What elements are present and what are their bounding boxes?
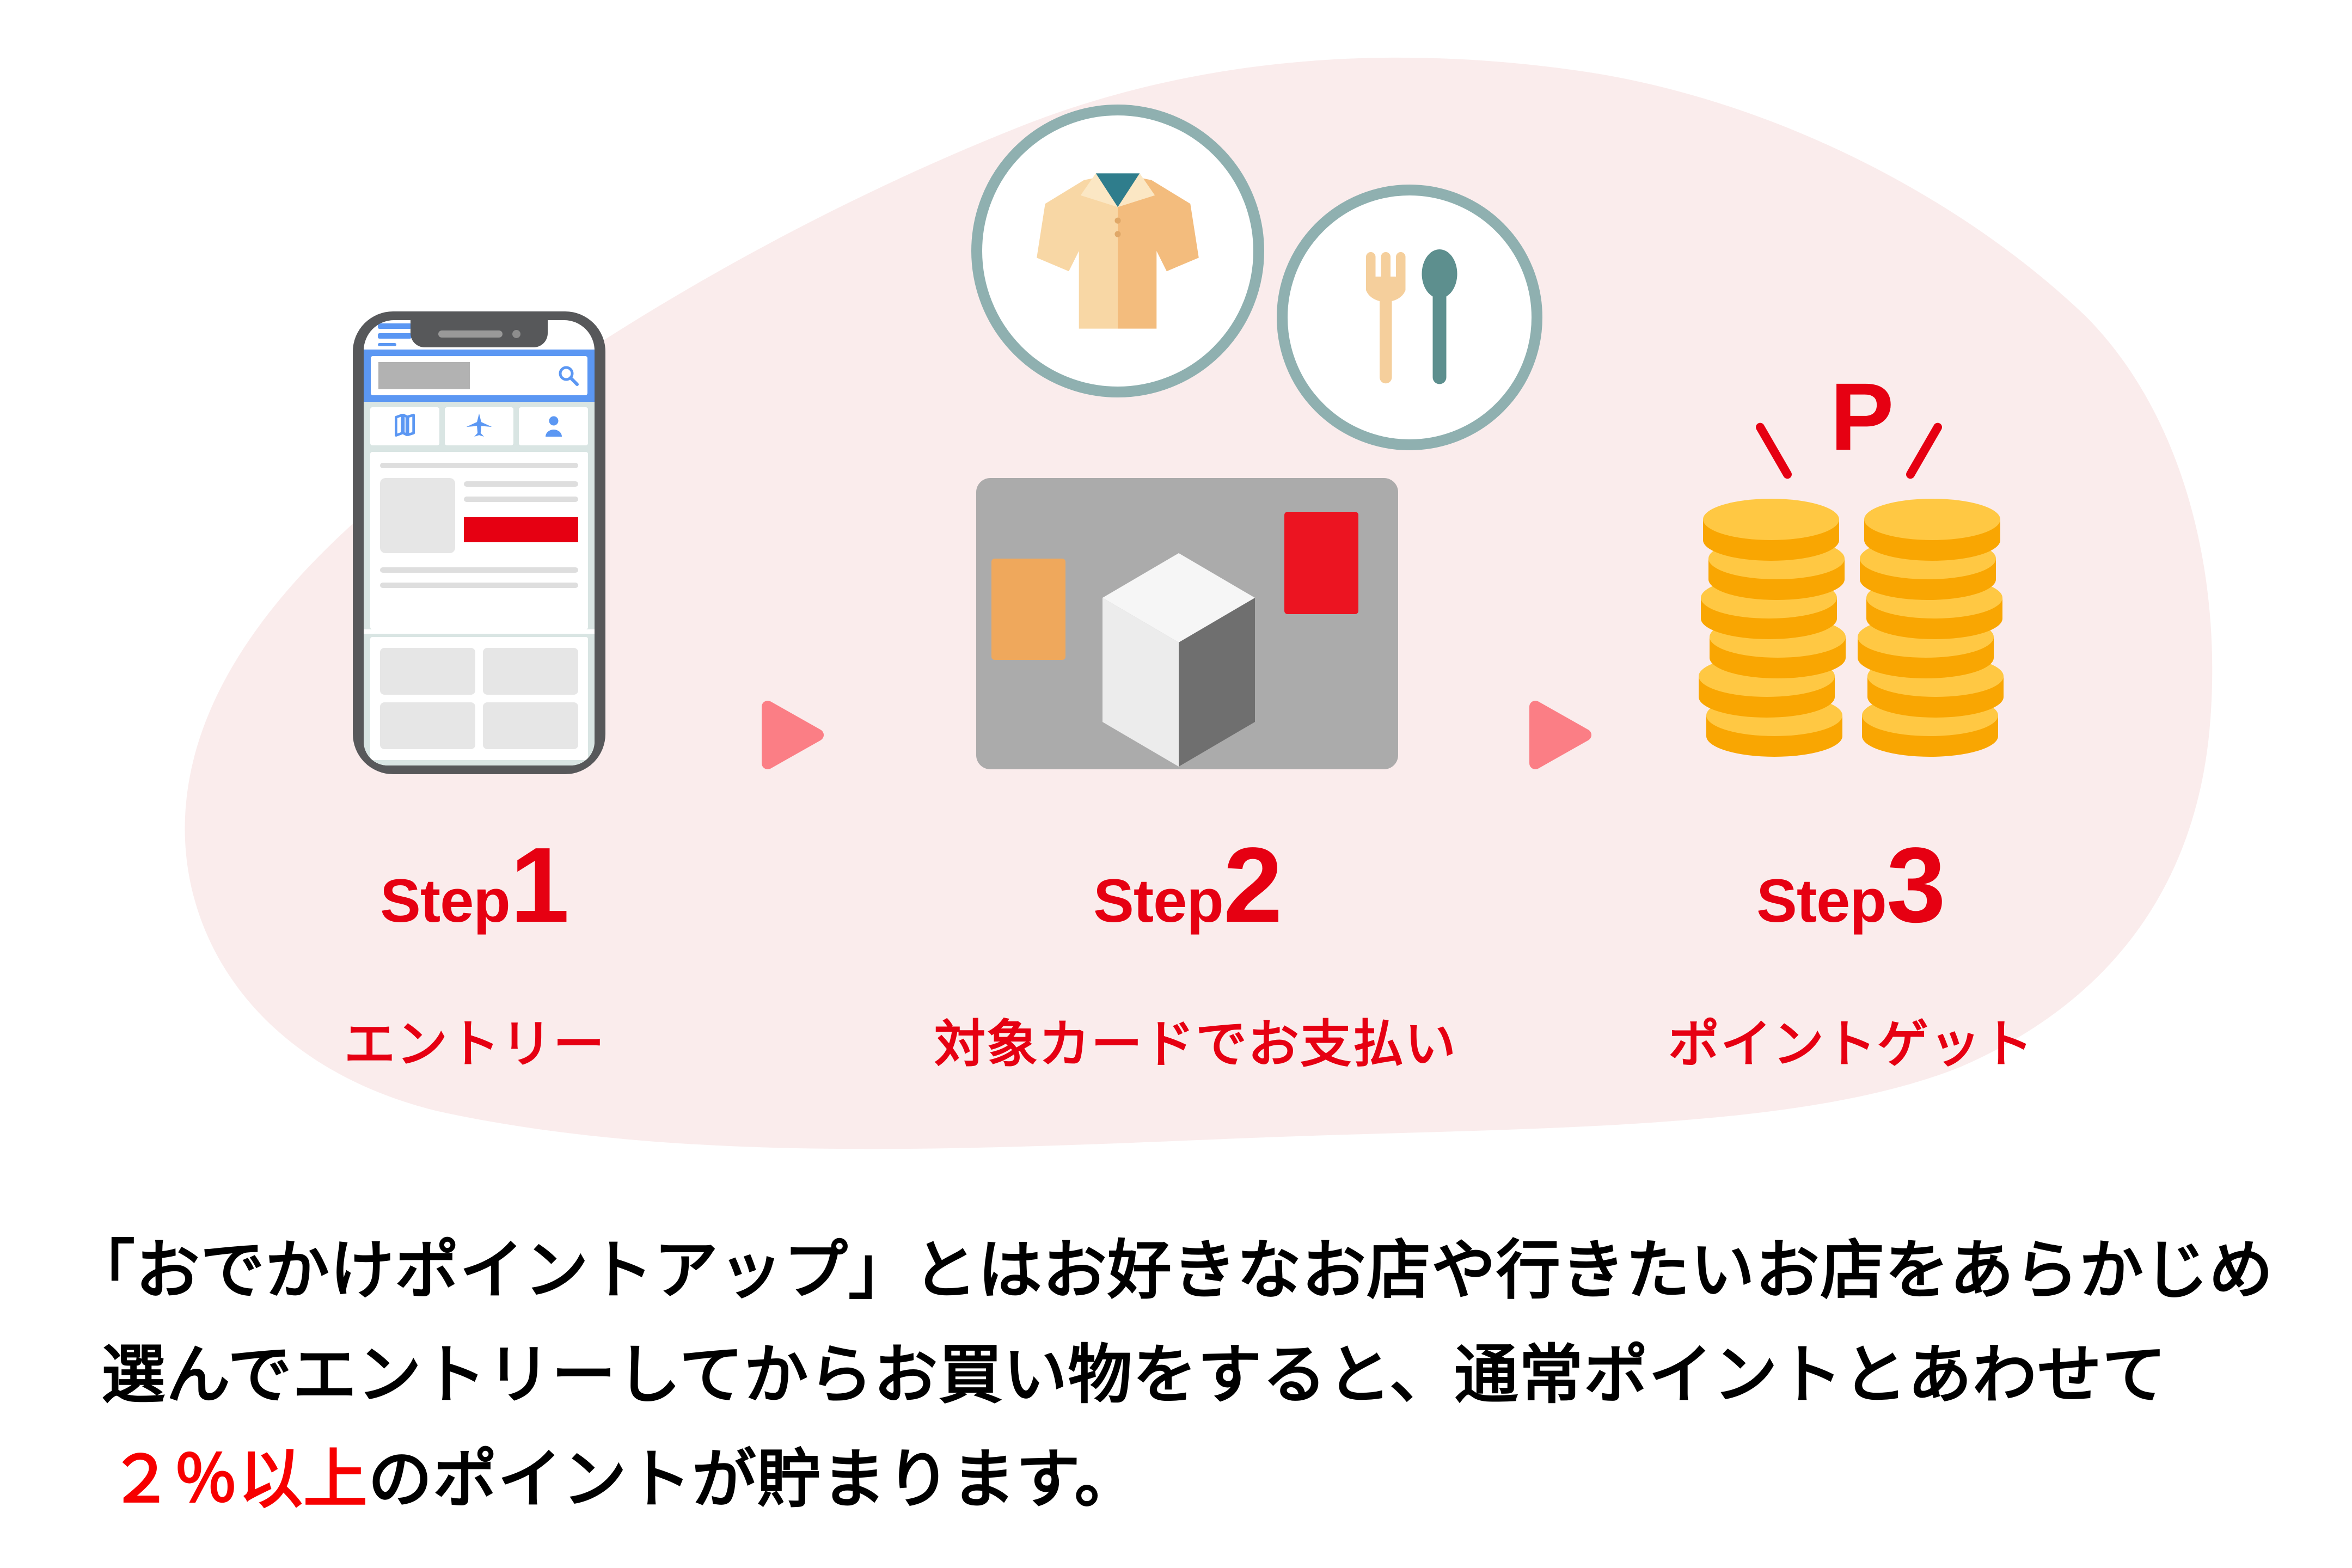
- tile-placeholder: [483, 702, 578, 749]
- phone-notch: [411, 320, 548, 347]
- step3-number: 3: [1886, 825, 1946, 945]
- nav-button-map: [370, 407, 439, 445]
- text-placeholder-line: [464, 497, 578, 502]
- dining-category-circle: [1277, 185, 1542, 450]
- rate-highlight: ２％以上: [109, 1444, 369, 1516]
- article-card: [370, 452, 588, 629]
- description-line-1: 「おでかけポイントアップ」とはお好きなお店や行きたいお店をあらかじめ: [71, 1235, 2274, 1307]
- cta-button-placeholder: [464, 517, 578, 542]
- map-icon: [395, 413, 415, 437]
- tile-placeholder: [380, 648, 475, 695]
- description-text: 「おでかけポイントアップ」とはお好きなお店や行きたいお店をあらかじめ 選んでエン…: [71, 1218, 2303, 1532]
- smartphone-illustration: [353, 311, 605, 774]
- text-placeholder-line: [464, 481, 578, 487]
- arrow-right-icon-1: [762, 701, 824, 769]
- shopping-category-circle: [971, 105, 1264, 397]
- point-coins-illustration: P: [1688, 359, 2036, 762]
- step3-word: Step: [1756, 867, 1887, 935]
- phone-camera: [512, 329, 520, 338]
- hamburger-menu-icon: [378, 323, 412, 346]
- coin-stack-left: [1699, 499, 1846, 757]
- point-p-label: P: [1830, 364, 1894, 470]
- phone-content-pane: [364, 449, 595, 629]
- phone-nav-row: [364, 401, 595, 449]
- fork-spoon-icon: [1366, 249, 1457, 384]
- nav-button-profile: [519, 407, 589, 445]
- step3-caption: ポイントゲット: [1668, 1015, 2035, 1073]
- coin-stack-right: [1858, 499, 2004, 757]
- shirt-icon: [1037, 173, 1199, 329]
- text-placeholder-line: [380, 463, 578, 468]
- card-red-chip: [1284, 512, 1358, 614]
- phone-screen: [364, 320, 595, 765]
- image-placeholder: [380, 478, 455, 553]
- step1-caption: エントリー: [344, 1015, 606, 1073]
- grid-card: [370, 637, 588, 760]
- description-line-3: ２％以上のポイントが貯まります。: [109, 1444, 1140, 1516]
- article-media-row: [380, 478, 578, 553]
- arrow-right-icon-2: [1529, 701, 1591, 769]
- phone-speaker: [438, 330, 503, 338]
- step2-number: 2: [1223, 825, 1283, 945]
- step2-caption: 対象カードでお支払い: [934, 1015, 1457, 1073]
- step1-number: 1: [510, 825, 569, 945]
- card-orange-chip: [991, 559, 1065, 660]
- airplane-icon: [466, 413, 492, 437]
- cube-icon: [1102, 553, 1255, 767]
- sparkle-slash-left: [1754, 421, 1793, 481]
- description-line-2: 選んでエントリーしてからお買い物をすると、通常ポイントとあわせて: [101, 1339, 2167, 1411]
- text-placeholder-line: [380, 583, 578, 588]
- nav-button-travel: [444, 407, 514, 445]
- text-placeholder-line: [380, 567, 578, 573]
- phone-grid-pane: [364, 634, 595, 765]
- step2-word: Step: [1093, 867, 1224, 935]
- phone-topbar: [364, 320, 595, 350]
- credit-card-illustration: [976, 478, 1398, 769]
- search-input: [371, 356, 587, 395]
- step1-word: Step: [380, 867, 511, 935]
- sparkle-slash-right: [1904, 421, 1944, 481]
- tile-placeholder: [380, 702, 475, 749]
- person-icon: [545, 416, 562, 437]
- search-placeholder-block: [378, 362, 470, 389]
- tile-placeholder: [483, 648, 578, 695]
- phone-search-band: [364, 349, 595, 402]
- search-icon: [559, 366, 579, 386]
